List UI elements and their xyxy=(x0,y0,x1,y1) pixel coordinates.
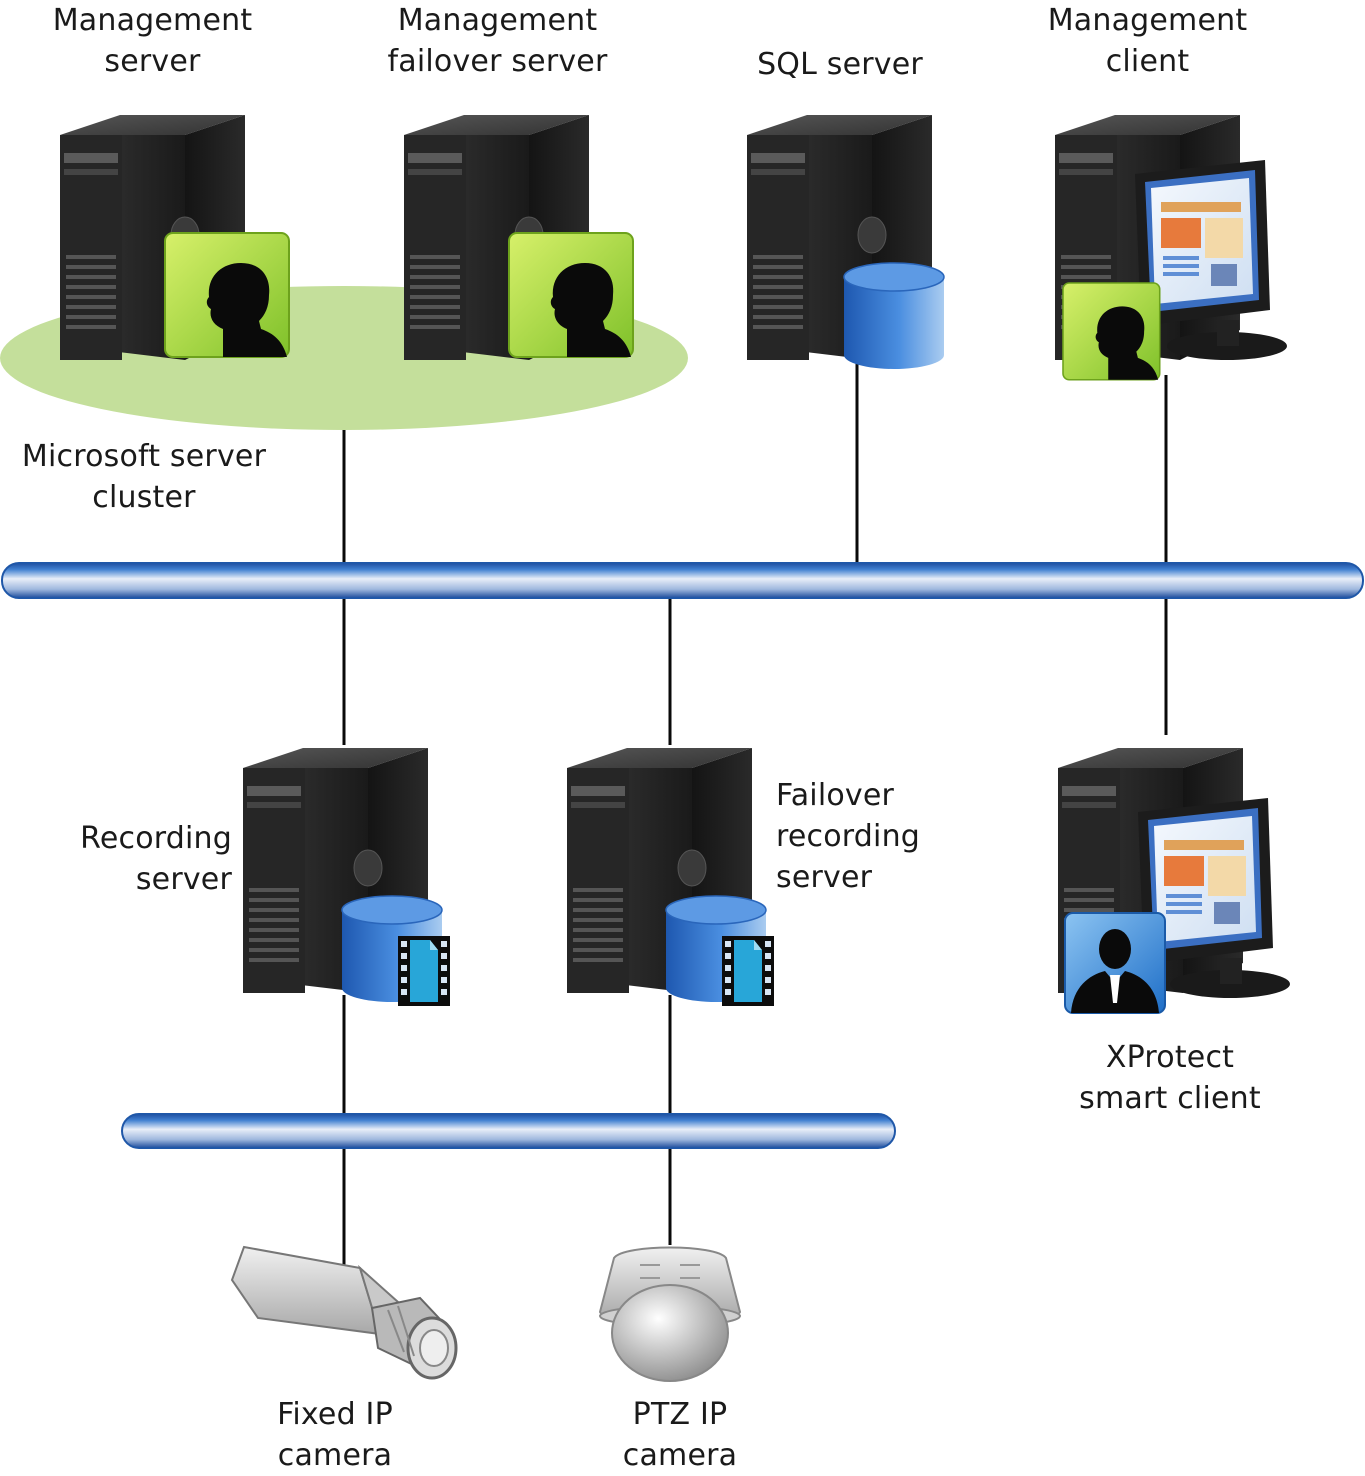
sql-server xyxy=(746,114,945,370)
management-client xyxy=(1054,114,1287,381)
label-management-client: Management client xyxy=(1047,3,1248,79)
label-failover-recording-server: Failover recording server xyxy=(776,778,921,895)
video-file-icon xyxy=(398,936,450,1006)
admin-user-icon xyxy=(508,232,634,358)
management-server xyxy=(59,114,290,361)
label-sql-server: SQL server xyxy=(757,47,923,82)
ptz-dome-camera-icon xyxy=(598,1246,742,1382)
smart-client xyxy=(1057,747,1290,1014)
camera-network-bus xyxy=(121,1113,896,1149)
label-management-failover-server: Management failover server xyxy=(387,3,608,79)
label-cluster: Microsoft server cluster xyxy=(21,439,267,515)
label-management-server: Management server xyxy=(52,3,253,79)
user-icon xyxy=(1064,912,1166,1014)
admin-user-icon xyxy=(1062,282,1161,381)
database-icon xyxy=(843,262,945,370)
fixed-camera-icon xyxy=(230,1245,458,1380)
video-file-icon xyxy=(722,936,774,1006)
main-network-bus xyxy=(1,562,1364,599)
recording-server xyxy=(242,747,450,1006)
label-fixed-camera: Fixed IP camera xyxy=(277,1397,393,1473)
management-failover-server xyxy=(403,114,634,361)
label-smart-client: XProtect smart client xyxy=(1079,1040,1261,1116)
label-ptz-camera: PTZ IP camera xyxy=(622,1397,738,1473)
admin-user-icon xyxy=(164,232,290,358)
connection-lines xyxy=(342,360,1168,1270)
label-recording-server: Recording server xyxy=(80,821,232,897)
failover-recording-server xyxy=(566,747,774,1006)
